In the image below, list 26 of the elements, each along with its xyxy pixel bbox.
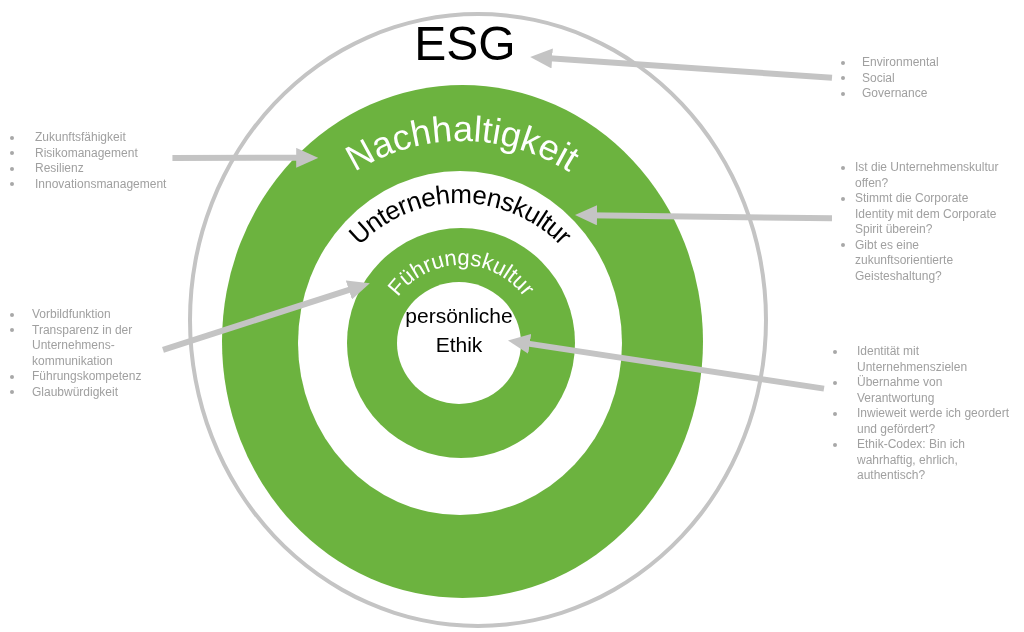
- list-item: Gibt es eine zukunftsorientierte Geisteshaltung?: [855, 237, 955, 284]
- list-item: Stimmt die Corporate Identity mit dem Corporate Spirit überein?: [855, 191, 998, 238]
- arrow: [574, 205, 833, 226]
- list-item: Resilienz: [35, 161, 84, 177]
- list-item: Transparenz in der Unternehmens- kommunikation: [32, 322, 134, 369]
- arrow: [530, 48, 833, 81]
- list-item: Führungskompetenz: [32, 369, 142, 385]
- list-item: Ist die Unternehmenskultur offen?: [855, 160, 1000, 191]
- list-item: Governance: [862, 86, 928, 102]
- list-item: Zukunftsfähigkeit: [35, 130, 126, 146]
- list-item: Inwieweit werde ich geordert und gefördert?: [857, 406, 1011, 437]
- arrow: [507, 334, 825, 392]
- ring-label: Nachhaltigkeit: [338, 107, 587, 179]
- list-item: Glaubwürdigkeit: [32, 384, 119, 400]
- list-item: Social: [862, 70, 895, 86]
- list-item: Vorbildfunktion: [32, 307, 111, 323]
- list-item: Übernahme von Verantwortung: [857, 375, 944, 406]
- list-item: Risikomanagement: [35, 145, 138, 161]
- list-item: Innovationsmanagement: [35, 176, 167, 192]
- list-item: Identität mit Unternehmenszielen: [857, 344, 969, 375]
- arrow: [172, 147, 319, 168]
- circle-label: ESG: [414, 17, 516, 71]
- list-item: Environmental: [862, 55, 939, 71]
- arrow: [162, 280, 371, 353]
- center-label: persönliche Ethik: [404, 303, 514, 358]
- list-item: Ethik-Codex: Bin ich wahrhaftig, ehrlich, authentisch?: [857, 437, 967, 484]
